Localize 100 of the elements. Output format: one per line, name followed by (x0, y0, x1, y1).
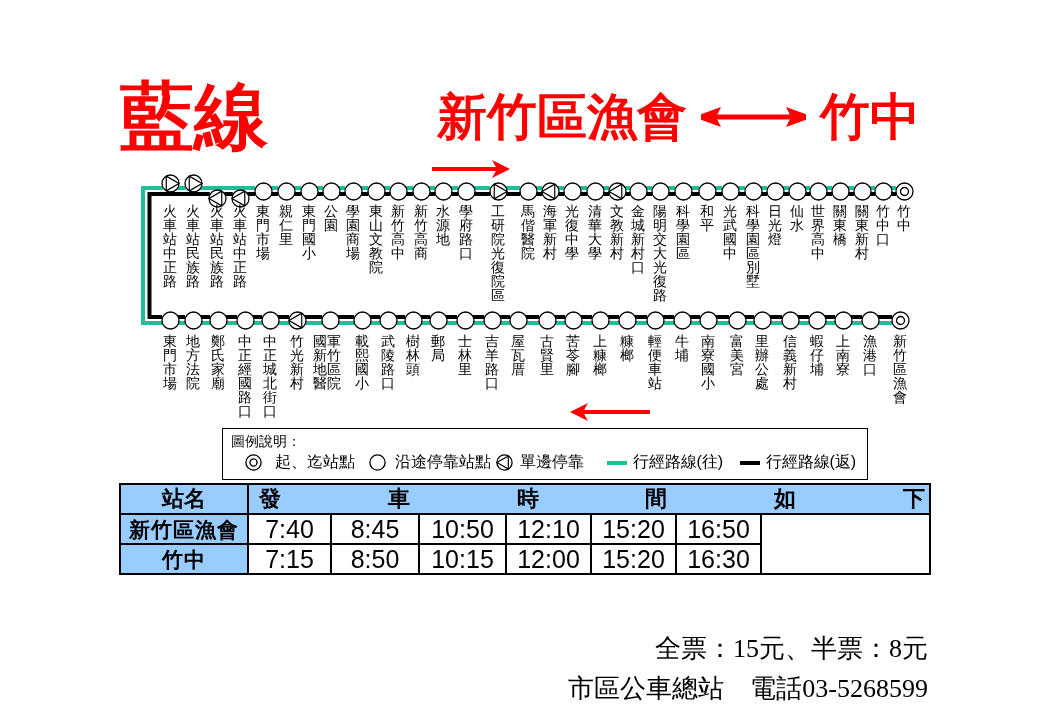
route-line (200, 315, 211, 319)
route-line (445, 321, 458, 325)
stop-name: 馬偕醫院 (520, 205, 536, 261)
stop-circle (672, 310, 692, 330)
stop-circle (403, 310, 423, 330)
stop-name: 仙水 (789, 205, 805, 233)
triangle-circle (287, 310, 307, 330)
stop-name: 關東新村 (854, 205, 870, 261)
stop-circle (433, 181, 453, 201)
stop-circle (411, 181, 431, 201)
time-cell: 16:50 (676, 514, 761, 544)
stop-name: 郵局 (430, 335, 446, 363)
stop-circle (830, 181, 850, 201)
time-cell: 15:20 (591, 514, 676, 544)
stop-circle (808, 181, 828, 201)
route-line (200, 186, 256, 190)
legend-title: 圖例說明： (231, 433, 301, 449)
stop-name: 新竹區漁會 (892, 335, 908, 405)
route-line (141, 186, 163, 325)
stop-name: 地方法院 (185, 335, 201, 391)
route-line (499, 315, 511, 319)
route-line (505, 192, 521, 196)
double-circle (890, 310, 910, 330)
stop-circle (563, 310, 583, 330)
stop-name: 世界高中 (810, 205, 826, 261)
stop-circle (428, 310, 448, 330)
stop-circle (321, 181, 341, 201)
route-line (277, 321, 290, 325)
route-line (554, 315, 566, 319)
stop-name: 國軍新竹地區醫院 (312, 335, 342, 391)
triangle-circle (160, 174, 180, 193)
route-line (472, 315, 485, 319)
triangle-circle (183, 174, 203, 193)
stop-name: 學府路口 (458, 205, 474, 261)
stop-circle (673, 181, 693, 201)
stop-name: 牛埔 (674, 335, 690, 363)
stop-circle (343, 181, 363, 201)
stop-circle (645, 310, 665, 330)
legend-text: 沿途停靠站點 (394, 451, 491, 472)
route-line (690, 186, 700, 190)
stop-circle (537, 310, 557, 330)
stop-name: 東門國小 (301, 205, 317, 261)
stop-name: 陽明交大光復路 (652, 205, 668, 303)
stop-circle (765, 181, 785, 201)
stop-circle (320, 310, 340, 330)
double-circle (894, 181, 914, 201)
route-line (797, 315, 810, 319)
stop-name: 士林里 (457, 335, 473, 377)
stop-name: 和平 (699, 205, 715, 233)
stop-circle (833, 310, 853, 330)
stop-circle (160, 310, 180, 330)
station-name-cell: 新竹區漁會 (120, 514, 248, 544)
time-cell: 12:10 (506, 514, 591, 544)
time-cell: 7:40 (248, 514, 331, 544)
route-line (337, 315, 355, 319)
stop-name: 中正城北街口 (262, 335, 278, 419)
stop-name: 竹中 (896, 205, 912, 233)
stop-name: 富美宮 (729, 335, 745, 377)
route-line (634, 315, 648, 319)
stop-circle (378, 310, 398, 330)
stop-name: 新竹高中 (390, 205, 406, 261)
stop-name: 古賢里 (539, 335, 555, 377)
fare-text: 全票：15元、半票：8元 (655, 634, 928, 664)
stop-circle (276, 181, 296, 201)
triangle-circle (488, 181, 508, 201)
route-line (824, 315, 836, 319)
stop-name: 科學園區別墅 (745, 205, 761, 289)
route-line (662, 315, 675, 319)
route-line (499, 321, 511, 325)
stop-name: 關東橋 (832, 205, 848, 247)
stop-circle (743, 181, 763, 201)
stop-name: 金城新村口 (630, 205, 646, 275)
time-cell: 10:15 (419, 544, 506, 574)
route-line (634, 321, 648, 325)
stop-circle (698, 310, 718, 330)
stop-name: 文教新村 (609, 205, 625, 261)
route-line (369, 321, 381, 325)
stop-name: 學園商場 (345, 205, 361, 261)
stop-circle (455, 310, 475, 330)
stop-name: 竹光新村 (289, 335, 305, 391)
stop-circle (852, 181, 872, 201)
route-line (689, 315, 701, 319)
route-line (797, 321, 810, 325)
route-line (715, 321, 730, 325)
stop-circle (585, 181, 605, 201)
stop-circle (720, 181, 740, 201)
route-line (277, 315, 290, 319)
stop-circle (208, 310, 228, 330)
legend-text: 行經路線(往) (632, 451, 724, 472)
time-cell: 8:50 (331, 544, 419, 574)
stop-circle (352, 310, 372, 330)
stop-name: 樹林頭 (405, 335, 421, 377)
stop-circle (617, 310, 637, 330)
route-line (769, 315, 783, 319)
route-line (689, 321, 701, 325)
route-line (420, 315, 431, 319)
stop-circle (183, 310, 203, 330)
stop-circle (807, 310, 827, 330)
stop-name: 糠榔 (619, 335, 635, 363)
stop-name: 南寮國小 (700, 335, 716, 391)
